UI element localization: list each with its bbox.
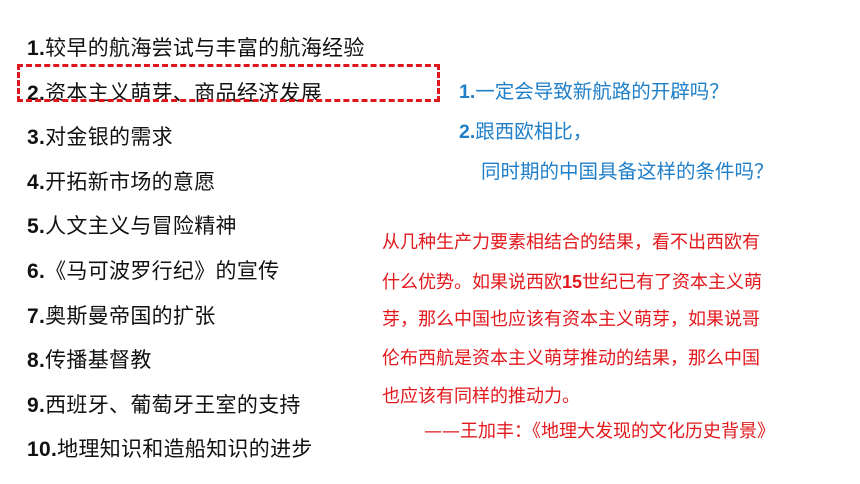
- quote-line-1: 从几种生产力要素相结合的结果，看不出西欧有: [382, 232, 760, 253]
- question-text: 跟西欧相比，: [475, 120, 593, 143]
- factor-item-5: 5.人文主义与冒险精神: [27, 204, 365, 249]
- question-2-continuation: 同时期的中国具备这样的条件吗？: [481, 160, 774, 183]
- factor-item-4: 4.开拓新市场的意愿: [27, 160, 365, 205]
- quote-fragment: 什么优势。如果说西欧: [382, 271, 562, 293]
- factor-text: 地理知识和造船知识的进步: [57, 437, 313, 462]
- factor-text: 传播基督教: [45, 348, 152, 373]
- quote-line-3: 芽，那么中国也应该有资本主义萌芽，如果说哥: [382, 309, 760, 330]
- factor-number: 7.: [27, 304, 46, 328]
- question-number: 1.: [459, 81, 476, 103]
- factor-number: 10.: [27, 438, 58, 462]
- factor-item-10: 10.地理知识和造船知识的进步: [27, 427, 365, 472]
- factor-item-6: 6.《马可波罗行纪》的宣传: [27, 249, 365, 294]
- question-2: 2.跟西欧相比，: [459, 112, 774, 152]
- factor-number: 5.: [27, 215, 46, 239]
- factor-item-8: 8.传播基督教: [27, 338, 365, 383]
- factor-number: 2.: [27, 81, 46, 105]
- quote-source: ——王加丰：《地理大发现的文化历史背景》: [424, 421, 775, 442]
- factor-text: 开拓新市场的意愿: [45, 169, 216, 194]
- factor-item-3: 3.对金银的需求: [27, 115, 365, 160]
- question-number: 2.: [459, 121, 476, 143]
- factor-number: 1.: [27, 37, 46, 60]
- factor-text: 西班牙、葡萄牙王室的支持: [45, 392, 301, 417]
- quote-line-5: 也应该有同样的推动力。: [382, 386, 580, 407]
- factor-number: 3.: [27, 126, 46, 150]
- factor-item-7: 7.奥斯曼帝国的扩张: [27, 294, 365, 339]
- quote-fragment: 世纪已有了资本主义萌: [582, 271, 763, 293]
- factor-number: 9.: [27, 393, 46, 417]
- factor-text: 奥斯曼帝国的扩张: [45, 303, 216, 328]
- factor-item-9: 9.西班牙、葡萄牙王室的支持: [27, 383, 365, 428]
- factor-number: 4.: [27, 170, 46, 194]
- factor-text: 《马可波罗行纪》的宣传: [45, 258, 280, 283]
- factor-text: 较早的航海尝试与丰富的航海经验: [45, 36, 365, 60]
- factor-text: 对金银的需求: [45, 125, 173, 150]
- question-1: 1.一定会导致新航路的开辟吗？: [459, 72, 774, 112]
- question-text: 一定会导致新航路的开辟吗？: [475, 80, 729, 103]
- historian-quote: 从几种生产力要素相结合的结果，看不出西欧有 什么优势。如果说西欧15世纪已有了资…: [382, 224, 846, 417]
- factor-number: 8.: [27, 349, 46, 373]
- quote-line-4: 伦布西航是资本主义萌芽推动的结果，那么中国: [382, 347, 760, 369]
- quote-century-number: 15: [562, 271, 583, 292]
- factor-number: 6.: [27, 259, 46, 283]
- factor-text: 人文主义与冒险精神: [45, 214, 237, 239]
- quote-line-2: 什么优势。如果说西欧15世纪已有了资本主义萌: [382, 263, 846, 302]
- factor-list: 1.较早的航海尝试与丰富的航海经验 2.资本主义萌芽、商品经济发展 3.对金银的…: [27, 26, 365, 472]
- question-block: 1.一定会导致新航路的开辟吗？ 2.跟西欧相比， 同时期的中国具备这样的条件吗？: [459, 72, 774, 192]
- quote-text: 从几种生产力要素相结合的结果，看不出西欧有 什么优势。如果说西欧15世纪已有了资…: [382, 224, 846, 417]
- highlight-dashed-box: [17, 64, 440, 102]
- factor-item-1: 1.较早的航海尝试与丰富的航海经验: [27, 26, 365, 71]
